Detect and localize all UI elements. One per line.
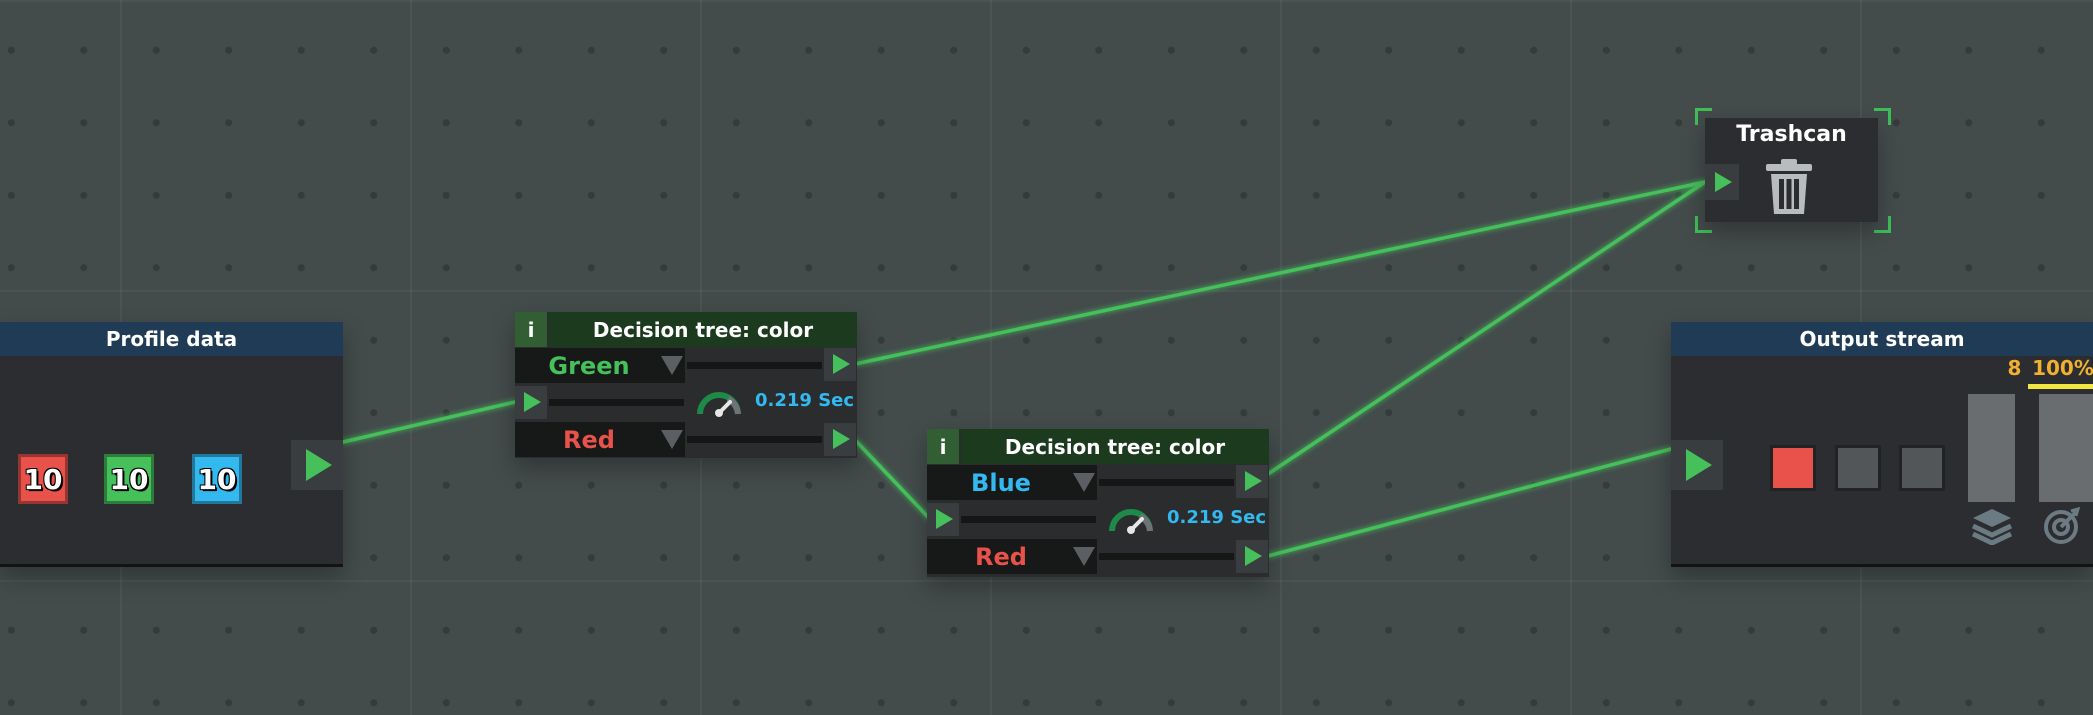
buffer-slot — [1835, 445, 1881, 491]
input-bar — [549, 399, 684, 406]
option-top-label: Blue — [971, 468, 1031, 497]
trash-icon — [1766, 159, 1812, 214]
play-icon — [524, 392, 541, 412]
decision-tree-title: Decision tree: color — [549, 312, 857, 347]
wire-tree2-blue-to-trash — [1266, 180, 1707, 476]
output-port-bottom[interactable] — [1236, 540, 1268, 573]
chevron-down-icon — [1073, 547, 1095, 566]
profile-chip-red: 10 — [18, 454, 68, 504]
profile-data-title: Profile data — [0, 322, 343, 356]
wire-tree2-red-to-output — [1266, 447, 1673, 558]
processing-time: 0.219 Sec — [1167, 507, 1267, 528]
target-icon — [2044, 507, 2081, 544]
efficiency-percent: 100% — [2032, 356, 2093, 380]
efficiency-indicator — [2028, 384, 2093, 389]
play-icon — [1686, 449, 1712, 481]
info-button[interactable]: i — [515, 312, 547, 347]
buffer-slot — [1770, 445, 1816, 491]
profile-chip-blue: 10 — [192, 454, 242, 504]
input-port[interactable] — [927, 503, 959, 536]
output-stream-title: Output stream — [1671, 322, 2093, 356]
play-icon — [1715, 172, 1732, 192]
trashcan-node[interactable]: Trashcan — [1705, 118, 1878, 222]
option-select-bottom[interactable]: Red — [515, 422, 685, 457]
play-icon — [1245, 546, 1262, 566]
selection-corner — [1874, 216, 1891, 233]
wire-profile-to-tree1 — [341, 400, 517, 444]
chevron-down-icon — [661, 430, 683, 449]
output-stream-node[interactable]: Output stream 8 100% — [1671, 322, 2093, 567]
play-icon — [833, 429, 850, 449]
option-select-top[interactable]: Green — [515, 348, 685, 383]
option-top-label: Green — [548, 351, 630, 380]
output-port-top[interactable] — [824, 348, 856, 381]
option-select-bottom[interactable]: Red — [927, 539, 1097, 574]
decision-tree-title: Decision tree: color — [961, 429, 1269, 464]
output-bar-bottom — [687, 436, 822, 443]
output-bar-top — [1099, 479, 1234, 486]
buffer-slot — [1899, 445, 1945, 491]
input-bar — [961, 516, 1096, 523]
play-icon — [306, 449, 332, 481]
selection-corner — [1695, 108, 1712, 125]
profile-data-body: 10 10 10 — [0, 356, 343, 567]
play-icon — [833, 354, 850, 374]
output-bar-top — [687, 362, 822, 369]
trashcan-title: Trashcan — [1736, 122, 1847, 147]
output-stream-body: 8 100% — [1671, 356, 2093, 567]
count-bar — [1968, 394, 2015, 502]
play-icon — [1245, 471, 1262, 491]
decision-tree-node-2[interactable]: i Decision tree: color Blue 0.219 Sec Re… — [927, 429, 1269, 577]
wire-tree1-green-to-trash — [853, 180, 1707, 366]
wire-tree1-red-to-tree2 — [853, 438, 931, 520]
throughput-count: 8 — [2007, 356, 2022, 380]
chevron-down-icon — [1073, 473, 1095, 492]
selection-corner — [1874, 108, 1891, 125]
processing-time: 0.219 Sec — [755, 390, 855, 411]
gauge-icon — [1109, 509, 1153, 534]
play-icon — [936, 509, 953, 529]
output-bar-bottom — [1099, 553, 1234, 560]
trashcan-input-port[interactable] — [1705, 164, 1739, 200]
gauge-icon — [697, 392, 741, 417]
output-port-top[interactable] — [1236, 465, 1268, 498]
input-port[interactable] — [515, 386, 547, 419]
output-stream-input-port[interactable] — [1671, 440, 1723, 490]
decision-tree-node-1[interactable]: i Decision tree: color Green 0.219 Sec R… — [515, 312, 857, 458]
efficiency-bar — [2039, 394, 2093, 502]
option-select-top[interactable]: Blue — [927, 465, 1097, 500]
profile-output-port[interactable] — [291, 440, 343, 490]
info-button[interactable]: i — [927, 429, 959, 464]
selection-corner — [1695, 216, 1712, 233]
option-bottom-label: Red — [975, 542, 1027, 571]
option-bottom-label: Red — [563, 425, 615, 454]
profile-data-node[interactable]: Profile data 10 10 10 — [0, 322, 343, 567]
output-port-bottom[interactable] — [824, 423, 856, 456]
chevron-down-icon — [661, 356, 683, 375]
layers-icon — [1971, 509, 2013, 545]
profile-chip-green: 10 — [104, 454, 154, 504]
